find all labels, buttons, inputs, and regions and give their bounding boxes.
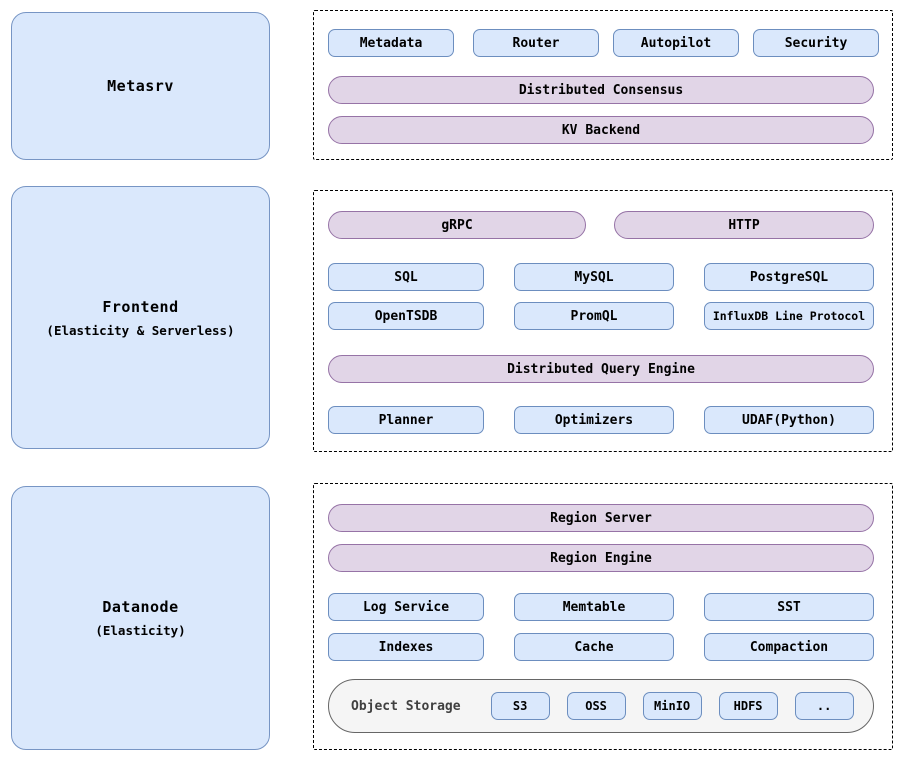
other-storage-box: .. <box>794 692 854 720</box>
region-server-pill: Region Server <box>328 504 874 532</box>
datanode-subtitle: (Elasticity) <box>95 623 186 638</box>
compaction-box: Compaction <box>704 633 874 661</box>
udaf-python-box: UDAF(Python) <box>704 406 874 434</box>
object-storage-container: Object Storage S3 OSS MinIO HDFS .. <box>328 679 874 733</box>
hdfs-box: HDFS <box>718 692 778 720</box>
influxdb-line-protocol-box: InfluxDB Line Protocol <box>704 302 874 330</box>
s3-box: S3 <box>490 692 550 720</box>
postgresql-box: PostgreSQL <box>704 263 874 291</box>
datanode-title: Datanode <box>102 598 179 616</box>
frontend-title: Frontend <box>102 297 179 316</box>
optimizers-box: Optimizers <box>514 406 674 434</box>
opentsdb-box: OpenTSDB <box>328 302 484 330</box>
metasrv-section-box: Metasrv <box>11 12 270 160</box>
planner-box: Planner <box>328 406 484 434</box>
log-service-box: Log Service <box>328 593 484 621</box>
memtable-box: Memtable <box>514 593 674 621</box>
grpc-pill: gRPC <box>328 211 586 239</box>
frontend-subtitle: (Elasticity & Serverless) <box>46 322 235 338</box>
autopilot-box: Autopilot <box>613 29 739 57</box>
metasrv-panel: Metadata Router Autopilot Security Distr… <box>313 10 893 160</box>
region-engine-pill: Region Engine <box>328 544 874 572</box>
metasrv-title: Metasrv <box>107 77 174 95</box>
cache-box: Cache <box>514 633 674 661</box>
frontend-panel: gRPC HTTP SQL MySQL PostgreSQL OpenTSDB … <box>313 190 893 452</box>
sql-box: SQL <box>328 263 484 291</box>
distributed-consensus-pill: Distributed Consensus <box>328 76 874 104</box>
sst-box: SST <box>704 593 874 621</box>
frontend-section-box: Frontend (Elasticity & Serverless) <box>11 186 270 449</box>
object-storage-backends: S3 OSS MinIO HDFS .. <box>490 692 854 720</box>
kv-backend-pill: KV Backend <box>328 116 874 144</box>
indexes-box: Indexes <box>328 633 484 661</box>
oss-box: OSS <box>566 692 626 720</box>
object-storage-label: Object Storage <box>351 698 461 714</box>
security-box: Security <box>753 29 879 57</box>
promql-box: PromQL <box>514 302 674 330</box>
datanode-section-box: Datanode (Elasticity) <box>11 486 270 750</box>
metadata-box: Metadata <box>328 29 454 57</box>
datanode-panel: Region Server Region Engine Log Service … <box>313 483 893 750</box>
minio-box: MinIO <box>642 692 702 720</box>
mysql-box: MySQL <box>514 263 674 291</box>
router-box: Router <box>473 29 599 57</box>
http-pill: HTTP <box>614 211 874 239</box>
distributed-query-engine-pill: Distributed Query Engine <box>328 355 874 383</box>
